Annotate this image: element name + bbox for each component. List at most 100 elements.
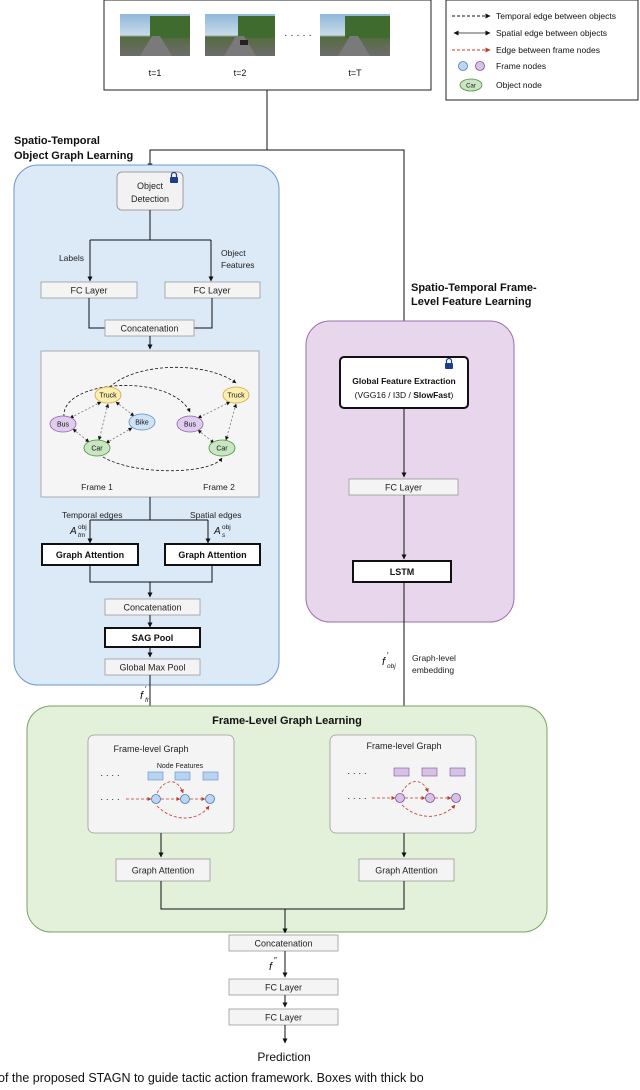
- f-fr-base: f: [140, 690, 144, 702]
- final-fc-layer-2-box: [228, 1008, 339, 1026]
- edge-input-to-global-features: [267, 149, 407, 356]
- global-feature-extraction-models: (VGG16 / I3D / SlowFast): [355, 390, 454, 400]
- frame-node-left-2: [180, 794, 190, 804]
- frame-2-label: Frame 2: [203, 482, 235, 492]
- frame-label-2: t=2: [234, 68, 247, 78]
- frame-node-left-1: [151, 794, 161, 804]
- frame-graph-attention-right-text: Graph Attention: [375, 866, 438, 876]
- edge-input-to-detection: [147, 90, 268, 169]
- frame-node-right-3: [451, 793, 461, 803]
- legend-spatial: Spatial edge between objects: [496, 28, 607, 38]
- final-concatenation-text: Concatenation: [254, 939, 312, 949]
- object-detection-text-2: Detection: [131, 194, 169, 204]
- f-fr-sup: ′: [145, 685, 147, 694]
- feature-cell-left-1: [147, 771, 164, 781]
- lstm-box: [352, 560, 452, 583]
- spatial-edges-text: Spatial edges: [190, 510, 242, 520]
- node-bike-1-text: Bike: [135, 420, 149, 427]
- edge-frame-ga-merge: [160, 881, 405, 910]
- legend-frame-node-blue: [458, 61, 468, 71]
- legend-object-node-symbol: [459, 78, 483, 92]
- a-s-sup: obj: [222, 524, 231, 531]
- frame-graph-attention-right-box: [358, 858, 455, 882]
- object-features-text-2: Features: [221, 260, 255, 270]
- labels-text: Labels: [59, 253, 84, 263]
- frames-ellipsis: · · · · ·: [284, 30, 312, 41]
- frame-level-graph-right-title: Frame-level Graph: [366, 741, 441, 751]
- frame-level-graph-right-box: [329, 734, 477, 834]
- global-feature-extraction-text: Global Feature Extraction: [352, 376, 455, 386]
- models-sep-1: /: [386, 390, 393, 400]
- f-obj-symbol: f ′ obj: [382, 651, 396, 670]
- prediction-text: Prediction: [257, 1050, 310, 1064]
- model-slowfast: SlowFast: [413, 390, 450, 400]
- frame-node-right-2: [425, 793, 435, 803]
- graph-attention-left-text: Graph Attention: [56, 550, 124, 560]
- node-car-1-text: Car: [91, 446, 103, 453]
- object-detection-text-1: Object: [137, 181, 164, 191]
- node-car-2-text: Car: [216, 446, 228, 453]
- final-fc-layer-2-text: FC Layer: [265, 1013, 302, 1023]
- node-bus-2: [176, 415, 204, 433]
- a-tm-sup: obj: [78, 524, 87, 531]
- node-bus-2-text: Bus: [184, 422, 197, 429]
- models-close-paren: ): [451, 390, 454, 400]
- global-max-pool-text: Global Max Pool: [119, 663, 185, 673]
- frame-node-right-1: [395, 793, 405, 803]
- legend-object-node-text: Car: [466, 84, 476, 90]
- feature-cell-left-2: [174, 771, 191, 781]
- frame-node-left-3: [205, 794, 215, 804]
- sag-pool-text: SAG Pool: [132, 633, 174, 643]
- frame-level-title: Frame-Level Graph Learning: [212, 715, 362, 727]
- legend-frame-node-purple: [475, 61, 485, 71]
- node-car-1: [83, 439, 111, 457]
- frame-node-chain-left: [126, 781, 210, 819]
- frame-branch-title-1: Spatio-Temporal Frame-: [411, 282, 537, 294]
- feature-cell-right-2: [421, 767, 438, 777]
- object-features-text-1: Object: [221, 248, 246, 258]
- node-features-left-text: Node Features: [157, 763, 204, 770]
- frame-graph-attention-left-box: [115, 858, 211, 882]
- f-obj-base: f: [382, 656, 386, 668]
- node-truck-1-text: Truck: [99, 393, 117, 400]
- legend-temporal: Temporal edge between objects: [496, 11, 616, 21]
- models-open-paren: (: [355, 390, 358, 400]
- frame-thumbnail-T: [320, 14, 390, 56]
- legend-object-node: Object node: [496, 80, 542, 90]
- sag-pool-box: [104, 627, 201, 648]
- feature-cell-right-1: [393, 767, 410, 777]
- f-double-prime-symbol: f ″: [269, 956, 277, 973]
- models-sep-2: /: [406, 390, 413, 400]
- legend-frame-nodes: Frame nodes: [496, 61, 546, 71]
- node-truck-2: [222, 386, 250, 404]
- model-vgg16: VGG16: [357, 390, 386, 400]
- dots-right-2: · · · ·: [347, 793, 367, 803]
- a-s-sub: s: [222, 532, 226, 539]
- f-dd-base: f: [269, 961, 273, 973]
- feature-cell-right-3: [449, 767, 466, 777]
- node-truck-2-text: Truck: [227, 393, 245, 400]
- frame-1-label: Frame 1: [81, 482, 113, 492]
- global-max-pool-box: [104, 658, 201, 676]
- frame-level-graph-left-title: Frame-level Graph: [113, 744, 188, 754]
- dots-left-1: · · · ·: [100, 770, 120, 780]
- a-s-symbol: A obj s: [213, 524, 231, 539]
- node-bus-1: [49, 415, 77, 433]
- node-bike-1: [128, 413, 156, 431]
- a-tm-sub: tm: [78, 532, 86, 539]
- fc-layer-right-text: FC Layer: [193, 286, 230, 296]
- object-branch-title-1: Spatio-Temporal: [14, 135, 100, 147]
- temporal-edges-text: Temporal edges: [62, 510, 122, 520]
- legend-frame-edge: Edge between frame nodes: [496, 45, 600, 55]
- graph-level-embedding-text-2: embedding: [412, 665, 454, 675]
- final-fc-layer-1-box: [228, 978, 339, 996]
- lock-icon: [445, 357, 453, 369]
- a-tm-symbol: A obj tm: [69, 524, 87, 539]
- graph-level-embedding-text-1: Graph-level: [412, 653, 456, 663]
- concatenation-2-box: [104, 598, 201, 616]
- f-obj-sub: obj: [387, 663, 396, 670]
- f-dd-sup: ″: [274, 956, 277, 965]
- object-graph-edges: [63, 366, 237, 472]
